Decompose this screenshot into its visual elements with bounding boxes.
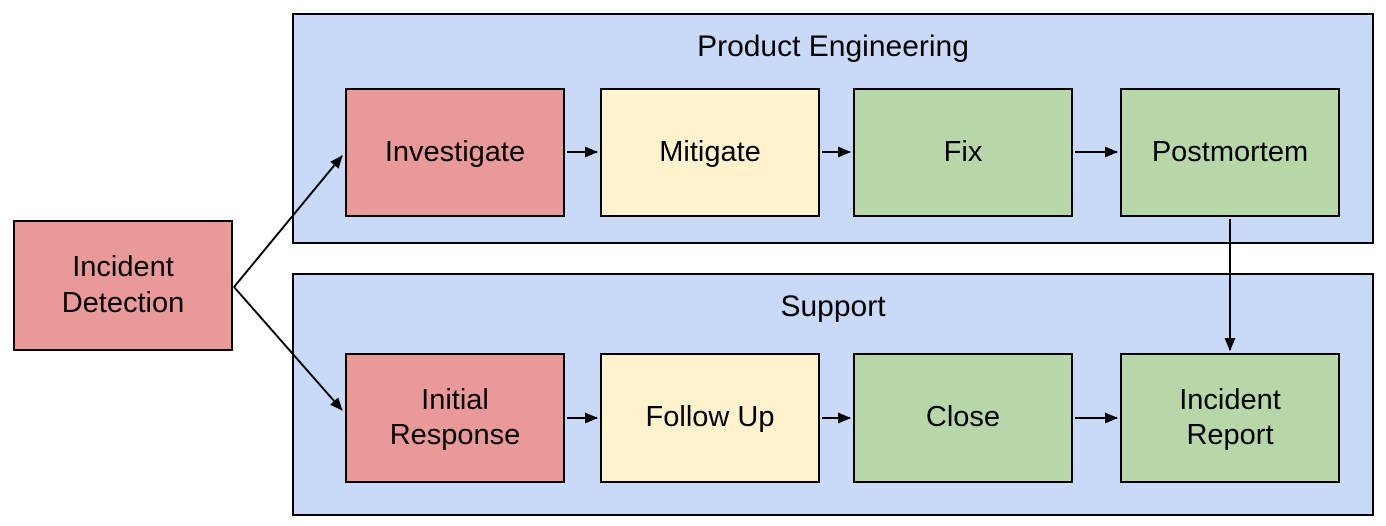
node-close: Close [853, 353, 1073, 483]
node-initial-response: Initial Response [345, 353, 565, 483]
node-follow-up: Follow Up [600, 353, 820, 483]
node-incident-report: Incident Report [1120, 353, 1340, 483]
node-fix: Fix [853, 88, 1073, 217]
node-incident-detection: Incident Detection [13, 220, 233, 351]
node-investigate: Investigate [345, 88, 565, 217]
lane-title-product-engineering: Product Engineering [697, 30, 969, 63]
node-postmortem: Postmortem [1120, 88, 1340, 217]
lane-title-support: Support [780, 290, 886, 323]
node-mitigate: Mitigate [600, 88, 820, 217]
